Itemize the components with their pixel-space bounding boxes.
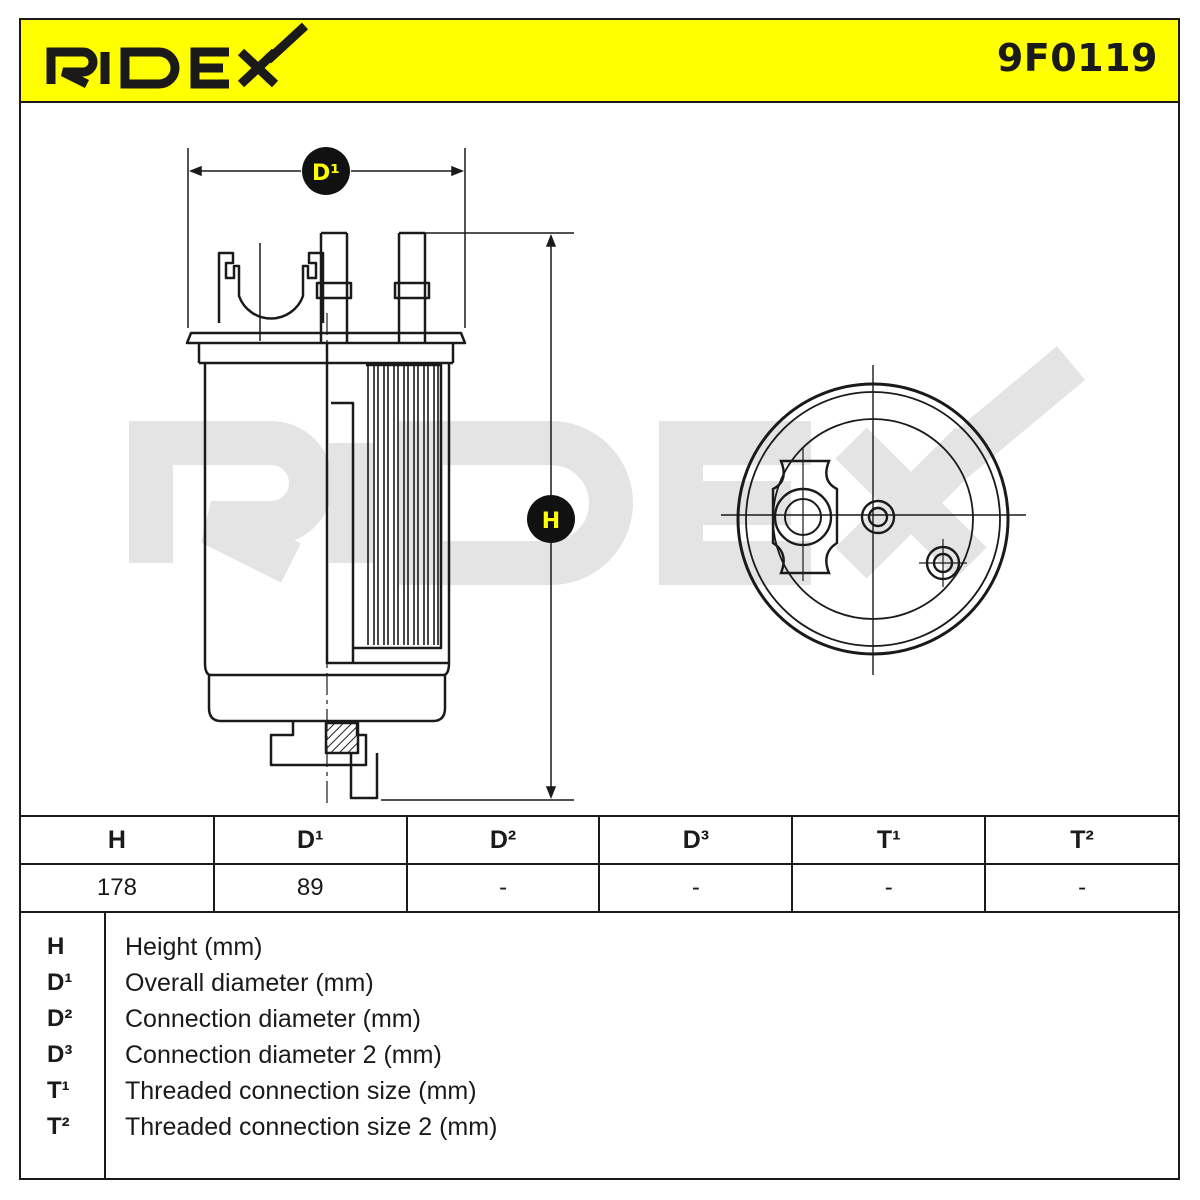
legend-row: D² Connection diameter (mm) xyxy=(21,1001,1178,1037)
legend: H Height (mm) D¹ Overall diameter (mm) D… xyxy=(21,911,1178,1180)
legend-row: T² Threaded connection size 2 (mm) xyxy=(21,1109,1178,1145)
h-badge-label: H xyxy=(542,509,560,534)
legend-symbol: T² xyxy=(47,1113,70,1140)
spec-header-cell: T² xyxy=(984,815,1178,865)
legend-row: H Height (mm) xyxy=(21,929,1178,965)
part-number: 9F0119 xyxy=(996,36,1158,80)
filter-top-view xyxy=(721,365,1026,675)
legend-row: D¹ Overall diameter (mm) xyxy=(21,965,1178,1001)
spec-value-cell: - xyxy=(984,863,1178,913)
legend-symbol: D¹ xyxy=(47,969,73,996)
d1-badge-label: D¹ xyxy=(312,161,340,186)
spec-value-cell: - xyxy=(791,863,987,913)
legend-symbol: D³ xyxy=(47,1041,73,1068)
header-bar: 9F0119 xyxy=(21,20,1178,103)
spec-value-cell: 89 xyxy=(212,863,408,913)
legend-description: Connection diameter (mm) xyxy=(125,1005,421,1033)
spec-value-cell: - xyxy=(598,863,794,913)
d1-badge xyxy=(302,147,350,195)
filter-pleats xyxy=(367,365,439,645)
legend-row: D³ Connection diameter 2 (mm) xyxy=(21,1037,1178,1073)
drawing-canvas: D¹ H xyxy=(129,147,1086,803)
d1-dimension xyxy=(187,148,466,328)
spec-header-cell: T¹ xyxy=(791,815,987,865)
legend-symbol: D² xyxy=(47,1005,73,1032)
legend-description: Overall diameter (mm) xyxy=(125,969,374,997)
spec-table: H D¹ D² D³ T¹ T² 178 89 - - - - xyxy=(21,815,1178,913)
spec-header-cell: H xyxy=(21,815,215,865)
h-dimension xyxy=(381,232,574,801)
h-badge xyxy=(527,495,575,543)
spec-header-cell: D² xyxy=(405,815,601,865)
legend-divider xyxy=(104,911,106,1180)
legend-description: Threaded connection size (mm) xyxy=(125,1077,477,1105)
ridex-watermark xyxy=(129,346,1086,585)
legend-row: T¹ Threaded connection size (mm) xyxy=(21,1073,1178,1109)
spec-value-cell: - xyxy=(405,863,601,913)
spec-header-row: H D¹ D² D³ T¹ T² xyxy=(21,815,1178,865)
spec-header-cell: D³ xyxy=(598,815,794,865)
spec-value-cell: 178 xyxy=(21,863,215,913)
legend-symbol: H xyxy=(47,933,65,960)
spec-header-cell: D¹ xyxy=(212,815,408,865)
legend-description: Connection diameter 2 (mm) xyxy=(125,1041,442,1069)
datasheet-frame: 9F0119 D¹ xyxy=(19,18,1180,1180)
legend-description: Threaded connection size 2 (mm) xyxy=(125,1113,498,1141)
spec-value-row: 178 89 - - - - xyxy=(21,863,1178,913)
ridex-logo xyxy=(46,22,309,89)
legend-description: Height (mm) xyxy=(125,933,263,961)
legend-symbol: T¹ xyxy=(47,1077,70,1104)
technical-drawing: D¹ H xyxy=(21,103,1178,815)
